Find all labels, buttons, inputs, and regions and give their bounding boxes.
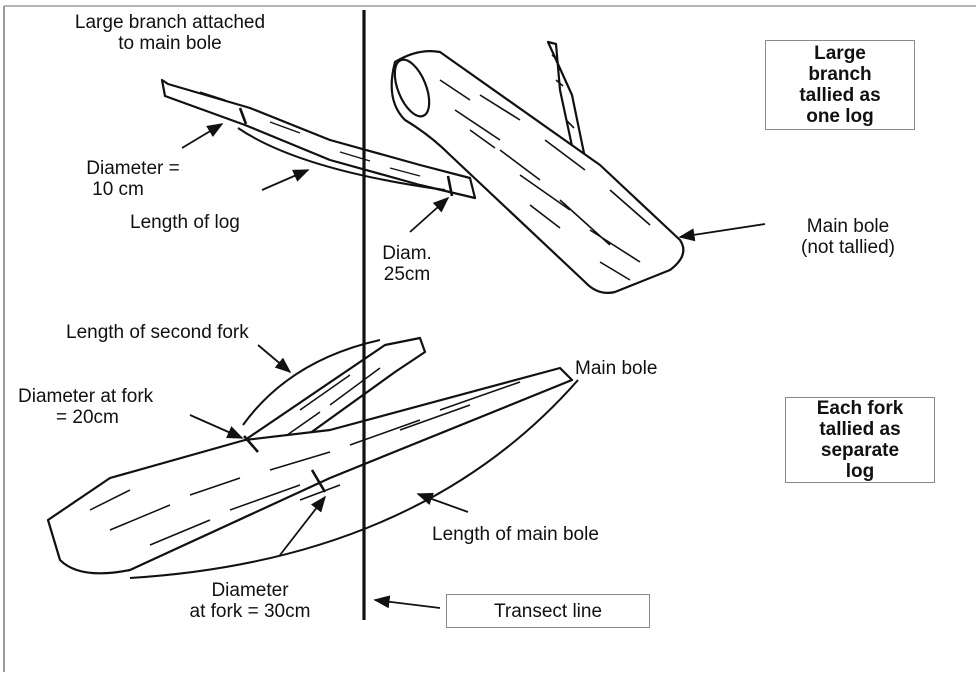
label-large-branch: Large branch attached to main bole [20, 12, 320, 54]
box-large-branch-one-log: Large branch tallied as one log [765, 40, 915, 130]
label-diameter-fork-20cm: Diameter at fork = 20cm [18, 386, 153, 428]
arrow-transect [375, 600, 440, 608]
label-length-of-log: Length of log [130, 212, 240, 233]
box-each-fork-separate-log: Each fork tallied as separate log [785, 397, 935, 483]
arrow-diameter-30 [280, 497, 325, 555]
arrow-main-bole-top [680, 224, 765, 237]
arrow-length-main-bole [418, 494, 468, 512]
label-length-main-bole: Length of main bole [432, 524, 599, 545]
label-diameter-fork-30cm: Diameter at fork = 30cm [165, 580, 335, 622]
arrow-second-fork [258, 345, 290, 372]
label-main-bole-bottom: Main bole [575, 358, 657, 379]
arrow-length-of-log [262, 170, 308, 190]
arrow-diameter-20 [190, 415, 242, 438]
arrow-diameter-10 [182, 124, 222, 148]
label-diam-25cm: Diam. 25cm [372, 243, 442, 285]
label-diameter-10cm: Diameter = 10 cm [58, 158, 208, 200]
box-transect-line: Transect line [446, 594, 650, 628]
label-length-second-fork: Length of second fork [66, 322, 249, 343]
arrow-diam-25 [410, 198, 448, 232]
label-main-bole-not-tallied: Main bole (not tallied) [768, 216, 928, 258]
